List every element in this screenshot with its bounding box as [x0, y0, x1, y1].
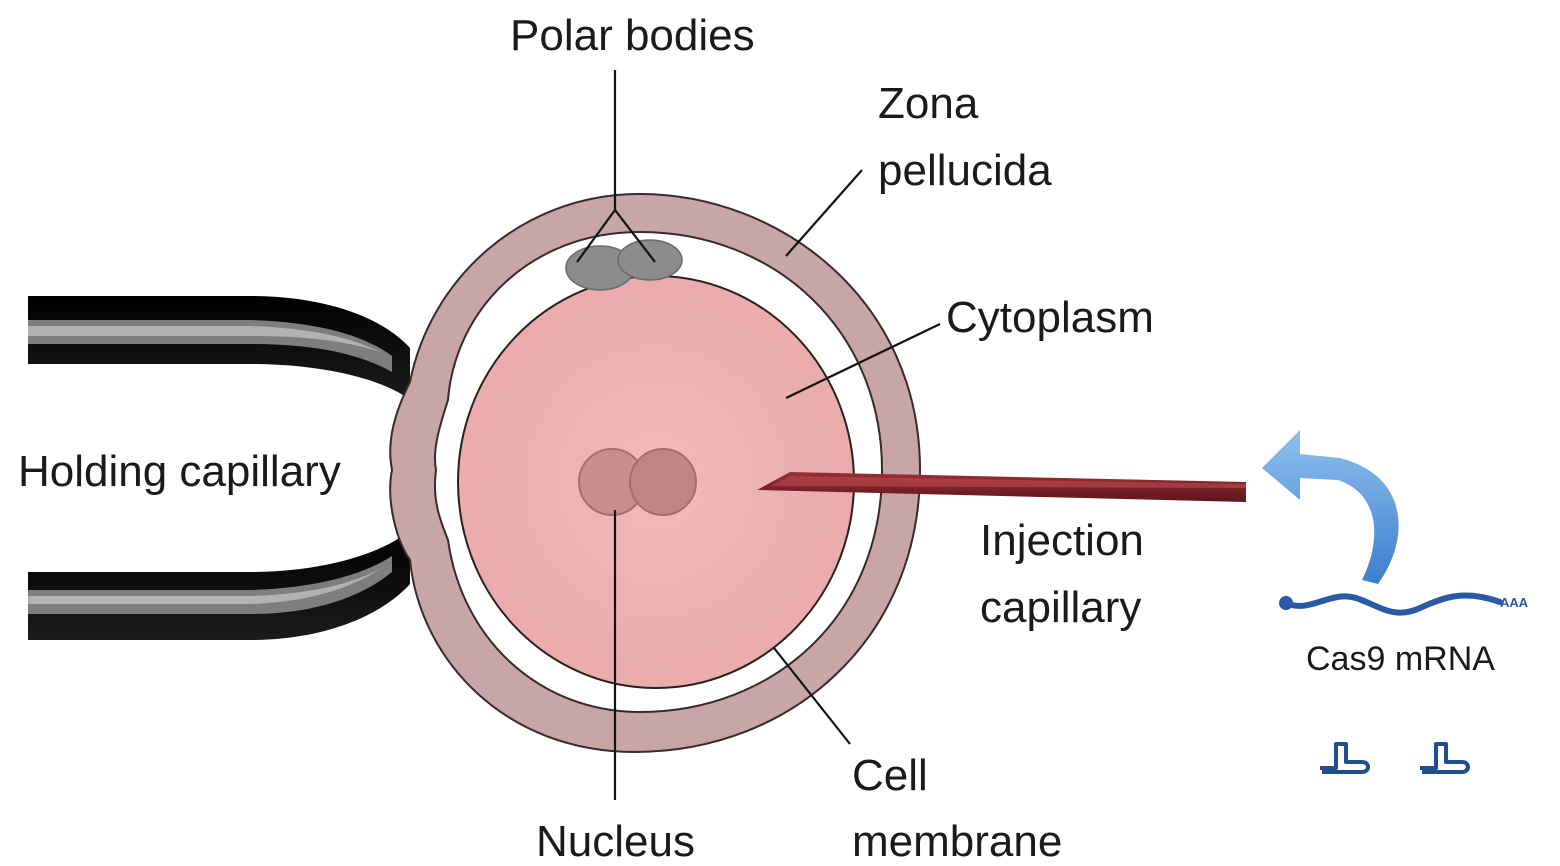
mrna-wave [1286, 595, 1500, 612]
guide-rna-icon-1 [1320, 744, 1368, 772]
label-cell-line1: Cell [852, 751, 928, 800]
label-zona-line1: Zona [878, 79, 979, 128]
label-injection-line2: capillary [980, 583, 1141, 632]
label-polar-bodies: Polar bodies [510, 11, 755, 60]
leader-zona [786, 170, 862, 256]
curved-arrow-shaft [1262, 430, 1399, 584]
label-cas9-mrna: Cas9 mRNA [1306, 640, 1495, 678]
label-injection-line1: Injection [980, 516, 1144, 565]
label-holding-capillary: Holding capillary [18, 447, 341, 496]
cas9-mrna-strand: AAA [1279, 595, 1529, 613]
guide-rna-icon-2 [1420, 744, 1468, 772]
label-cell-line2: membrane [852, 817, 1062, 866]
poly-a-tail-label: AAA [1500, 595, 1529, 610]
guide-rna-icons [1320, 744, 1468, 772]
label-cytoplasm: Cytoplasm [946, 293, 1154, 342]
curved-arrow-icon [1262, 430, 1399, 584]
pronucleus-right [630, 449, 696, 515]
polar-body-right [618, 240, 682, 280]
label-zona-line2: pellucida [878, 146, 1052, 195]
label-nucleus: Nucleus [536, 817, 695, 866]
